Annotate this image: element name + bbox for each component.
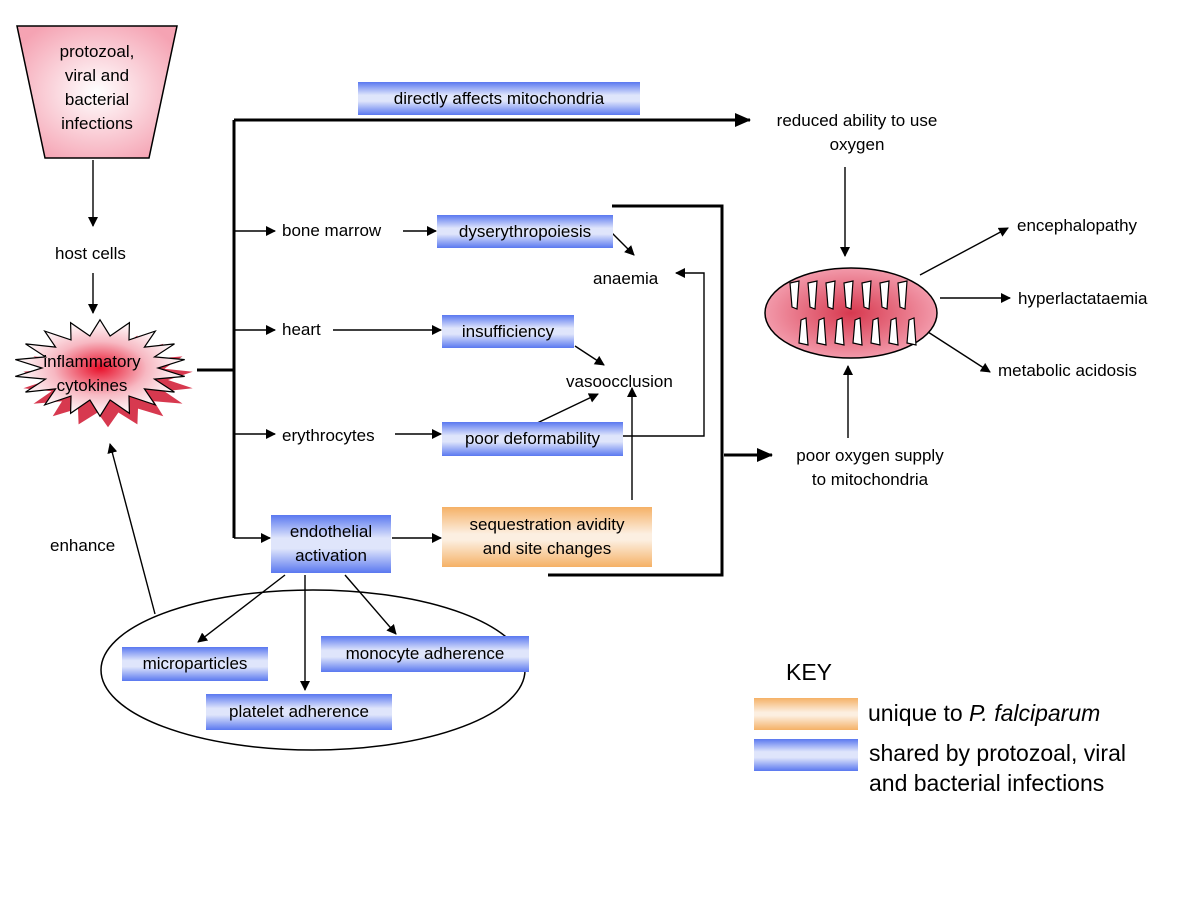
dyserythropoiesis-box: dyserythropoiesis <box>437 215 613 248</box>
key-title: KEY <box>786 659 833 685</box>
cytokines-label: inflammatory cytokines <box>43 352 141 395</box>
cytokine-burst-icon <box>15 318 193 428</box>
key-unique-prefix: unique to <box>868 700 970 726</box>
key-unique-label: unique to P. falciparum <box>868 698 1100 728</box>
vasoocclusion-label: vasoocclusion <box>566 372 673 391</box>
bracket-lines <box>548 204 773 577</box>
right-arrows <box>840 167 1011 438</box>
heart-label: heart <box>282 320 321 339</box>
key-unique-species: P. falciparum <box>969 700 1101 726</box>
monocyte-adherence-box: monocyte adherence <box>321 636 529 672</box>
enhance-label: enhance <box>50 536 116 555</box>
host-cells-label: host cells <box>55 244 126 263</box>
infections-funnel-shape <box>16 25 178 159</box>
poor-deformability-box: poor deformability <box>442 422 623 456</box>
erythrocytes-label: erythrocytes <box>282 426 375 445</box>
key-shared-swatch <box>754 739 858 771</box>
insufficiency-box: insufficiency <box>442 315 574 348</box>
mitochondrion-icon <box>764 267 938 359</box>
endothelial-box: endothelial activation <box>271 515 391 573</box>
mito-direct-box: directly affects mitochondria <box>358 82 640 115</box>
middle-arrows <box>333 226 705 543</box>
infections-label: protozoal, viral and bacterial infection… <box>59 42 135 133</box>
sequestration-box: sequestration avidity and site changes <box>442 507 652 567</box>
poor-oxygen-label: poor oxygen supply to mitochondria <box>796 446 944 489</box>
anaemia-label: anaemia <box>593 269 659 288</box>
bone-marrow-label: bone marrow <box>282 221 382 240</box>
branch-lines <box>197 113 751 543</box>
metabolic-acidosis-label: metabolic acidosis <box>998 361 1137 380</box>
encephalopathy-label: encephalopathy <box>1017 216 1138 235</box>
platelet-adherence-box: platelet adherence <box>206 694 392 730</box>
arrow-enhance <box>107 443 156 615</box>
reduced-oxygen-label: reduced ability to use oxygen <box>776 111 938 154</box>
endothelial-arrows <box>197 574 397 691</box>
key-shared-label: shared by protozoal, viral and bacterial… <box>869 740 1126 796</box>
microparticles-box: microparticles <box>122 647 268 681</box>
key-unique-swatch <box>754 698 858 730</box>
hyperlactataemia-label: hyperlactataemia <box>1018 289 1148 308</box>
